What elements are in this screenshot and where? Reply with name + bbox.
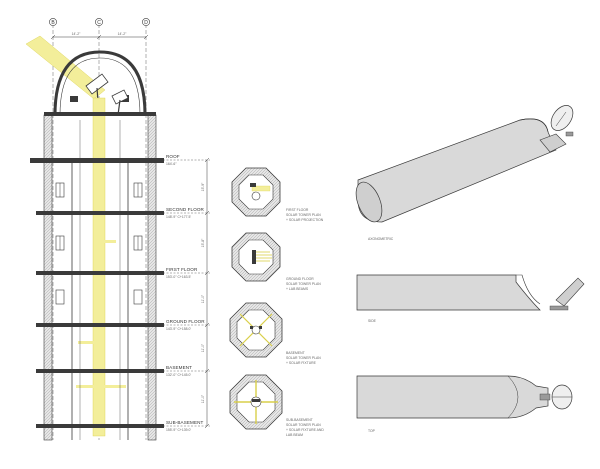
plan-2-line-2: SOLAR TOWER PLAN bbox=[286, 282, 321, 286]
lab-beam-ground bbox=[78, 341, 94, 344]
side-label: SIDE bbox=[368, 319, 377, 323]
top-label: TOP bbox=[368, 429, 376, 433]
side-view bbox=[356, 274, 585, 311]
plan-3-line-1: BASEMENT bbox=[286, 351, 305, 355]
dim-top-right: 14'-2" bbox=[118, 32, 127, 36]
dim-ground-basement: 11'-0" bbox=[201, 343, 205, 352]
plan-4-line-4: LAB BEAM bbox=[286, 433, 303, 437]
plan-basement-label: BASEMENT SOLAR TOWER PLAN + SOLAR FIXTUR… bbox=[286, 351, 321, 365]
plan-3-line-2: SOLAR TOWER PLAN bbox=[286, 356, 321, 360]
lab-beam-second bbox=[100, 240, 116, 243]
grid-markers: B C D bbox=[49, 18, 150, 26]
plan-4-line-3: + SOLAR FIXTURE AND bbox=[286, 428, 324, 432]
plan-sub-basement bbox=[229, 374, 283, 430]
axonometric-view bbox=[355, 105, 574, 223]
plan-ground-floor bbox=[231, 232, 281, 282]
grid-marker-c: C bbox=[97, 20, 101, 26]
dim-top-left: 14'-2" bbox=[72, 32, 81, 36]
level-first-name: FIRST FLOOR bbox=[166, 267, 198, 272]
level-ground-elev: 143'-9" C+158.0' bbox=[166, 327, 191, 331]
lab-beam-basement bbox=[76, 385, 126, 388]
tower-plans: FIRST FLOOR SOLAR TOWER PLAN + SOLAR PRO… bbox=[229, 167, 324, 437]
floor-slabs bbox=[30, 112, 164, 428]
windows bbox=[55, 182, 143, 305]
plan-1-line-2: SOLAR TOWER PLAN bbox=[286, 213, 321, 217]
level-roof-name: ROOF bbox=[166, 154, 180, 159]
level-first-elev: 153'-0" C+163.5' bbox=[166, 275, 191, 279]
grid-marker-d: D bbox=[144, 20, 148, 26]
dim-second-first: 15'-8" bbox=[201, 238, 205, 247]
vertical-dimensions: 15'-9" 15'-8" 11'-0" 11'-0" 11'-0" bbox=[201, 157, 210, 429]
plan-2-line-3: + LAB BEAMS bbox=[286, 287, 309, 291]
plan-2-line-1: GROUND FLOOR bbox=[286, 277, 314, 281]
light-shaft bbox=[92, 97, 106, 437]
plan-first-floor-label: FIRST FLOOR SOLAR TOWER PLAN + SOLAR PRO… bbox=[286, 208, 324, 222]
level-roof-elev: 164'-6" bbox=[166, 162, 177, 166]
tower-section: B C D 14'-2" 14'-2" bbox=[25, 18, 210, 441]
level-subbasement-elev: 155'-9" C+139.0' bbox=[166, 428, 191, 432]
plan-ground-floor-label: GROUND FLOOR SOLAR TOWER PLAN + LAB BEAM… bbox=[286, 277, 321, 291]
plan-sub-basement-label: SUB-BASEMENT SOLAR TOWER PLAN + SOLAR FI… bbox=[286, 418, 324, 437]
top-view bbox=[356, 375, 573, 419]
plan-1-line-1: FIRST FLOOR bbox=[286, 208, 309, 212]
plan-1-line-3: + SOLAR PROJECTION bbox=[286, 218, 324, 222]
dim-basement-sub: 11'-0" bbox=[201, 394, 205, 403]
plan-4-line-1: SUB-BASEMENT bbox=[286, 418, 313, 422]
level-second-elev: 148'-9" C+177.5' bbox=[166, 215, 191, 219]
plan-first-floor bbox=[231, 167, 281, 217]
plan-3-line-3: + SOLAR FIXTURE bbox=[286, 361, 317, 365]
top-dimension: 14'-2" 14'-2" bbox=[50, 32, 149, 40]
plan-4-line-2: SOLAR TOWER PLAN bbox=[286, 423, 321, 427]
level-basement-elev: 132'-0" C+145.0' bbox=[166, 373, 191, 377]
dim-roof-second: 15'-9" bbox=[201, 182, 205, 191]
level-leaders bbox=[156, 159, 210, 427]
plan-basement bbox=[229, 302, 283, 358]
level-second-name: SECOND FLOOR bbox=[166, 207, 205, 212]
grid-marker-b: B bbox=[51, 20, 55, 26]
level-basement-name: BASEMENT bbox=[166, 365, 192, 370]
level-subbasement-name: SUB-BASEMENT bbox=[166, 420, 204, 425]
level-ground-name: GROUND FLOOR bbox=[166, 319, 205, 324]
axonometric-label: AXONOMETRIC bbox=[368, 237, 394, 241]
level-labels: ROOF 164'-6" SECOND FLOOR 148'-9" C+177.… bbox=[166, 154, 205, 432]
fixture-views: AXONOMETRIC SIDE TOP bbox=[355, 105, 585, 433]
dim-first-ground: 11'-0" bbox=[201, 294, 205, 303]
